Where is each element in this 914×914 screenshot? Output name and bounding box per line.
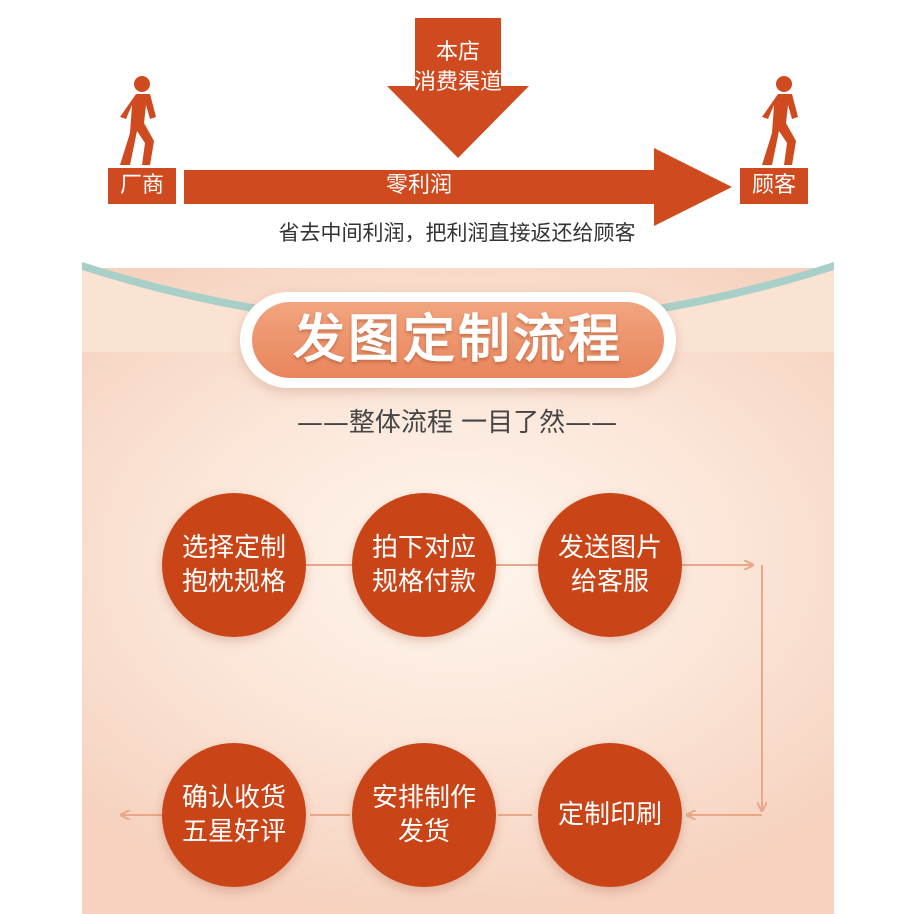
page-title: 发图定制流程 [252, 302, 664, 378]
step-6-line1: 确认收货 [181, 783, 286, 813]
store-channel-label: 本店 消费渠道 [387, 38, 529, 98]
step-2-line1: 拍下对应 [371, 533, 476, 563]
step-1-line1: 选择定制 [181, 533, 286, 563]
step-4-circle: 定制印刷 [538, 743, 682, 887]
zero-profit-arrow [184, 148, 732, 226]
manufacturer-label: 厂商 [108, 168, 176, 204]
step-5-line1: 安排制作 [371, 783, 476, 813]
step-5-line2: 发货 [397, 817, 450, 847]
step-5-circle: 安排制作 发货 [352, 743, 496, 887]
store-line2: 消费渠道 [413, 70, 502, 95]
page-subtitle: ——整体流程 一目了然—— [296, 408, 618, 438]
step-3-circle: 发送图片 给客服 [538, 493, 682, 637]
step-1-circle: 选择定制 抱枕规格 [162, 493, 306, 637]
step-6-line2: 五星好评 [181, 817, 286, 847]
step-6-circle: 确认收货 五星好评 [162, 743, 306, 887]
step-3-line2: 给客服 [570, 567, 649, 597]
walking-person-icon-left [120, 76, 156, 165]
step-2-line2: 规格付款 [371, 567, 476, 597]
store-channel-arrow [387, 18, 529, 158]
customer-label: 顾客 [740, 168, 808, 204]
step-3-line1: 发送图片 [557, 533, 662, 563]
step-4-line1: 定制印刷 [557, 800, 662, 830]
step-2-circle: 拍下对应 规格付款 [352, 493, 496, 637]
walking-person-icon-right [762, 76, 798, 165]
tagline: 省去中间利润，把利润直接返还给顾客 [278, 221, 636, 245]
store-line1: 本店 [435, 40, 480, 65]
zero-profit-label: 零利润 [385, 173, 452, 198]
step-1-line2: 抱枕规格 [181, 567, 286, 597]
